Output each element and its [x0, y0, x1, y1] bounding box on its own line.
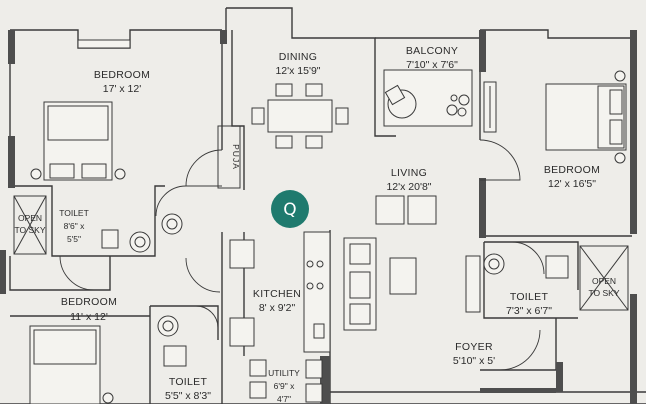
toilet-left-name: TOILET [59, 208, 89, 218]
foyer-name: FOYER [455, 341, 493, 353]
open-sky-left-line2: TO SKY [14, 225, 45, 235]
windows [0, 30, 637, 404]
q-badge-letter: Q [283, 200, 296, 220]
utility-dim1: 6'9" x [274, 381, 295, 391]
balcony-furniture [383, 69, 473, 127]
q-badge[interactable]: Q [271, 190, 309, 228]
bedroom-top-left-name: BEDROOM [94, 69, 150, 81]
toilet-left-fixtures [13, 195, 183, 255]
toilet-right-name: TOILET [510, 291, 549, 303]
q-badge-circle [271, 190, 309, 228]
dining-name: DINING [279, 51, 318, 63]
living-dim: 12'x 20'8" [386, 181, 431, 193]
toilet-right-fixtures [483, 245, 629, 311]
kitchen-name: KITCHEN [253, 288, 301, 300]
kitchen-dim: 8' x 9'2" [259, 302, 296, 314]
bedroom-top-left-dim: 17' x 12' [103, 83, 141, 95]
foyer-dim: 5'10" x 5' [453, 355, 495, 367]
balcony-dim: 7'10" x 7'6" [406, 59, 458, 71]
utility-dim2: 4'7" [277, 394, 291, 404]
utility-name: UTILITY [268, 368, 300, 378]
living-furniture [343, 195, 481, 331]
puja-niche [217, 125, 241, 189]
bedroom-bottom-left-name: BEDROOM [61, 296, 117, 308]
open-sky-right-line2: TO SKY [588, 288, 619, 298]
puja-name: PUJA [231, 144, 241, 170]
doors [59, 139, 545, 371]
open-sky-right-line1: OPEN [592, 276, 616, 286]
bed-bottom-left [29, 315, 323, 404]
dining-dim: 12'x 15'9" [275, 65, 320, 77]
toilet-right-dim: 7'3" x 6'7" [506, 305, 552, 317]
toilet-bottom-dim: 5'5" x 8'3" [165, 390, 211, 402]
room-labels: BEDROOM 17' x 12' DINING 12'x 15'9" BALC… [14, 45, 619, 404]
balcony-name: BALCONY [406, 45, 458, 57]
kitchen-fixtures [229, 231, 331, 353]
bed-right [483, 70, 627, 164]
bed-top-left [30, 39, 131, 181]
bedroom-bottom-left-dim: 11' x 12' [70, 311, 108, 323]
dining-table [251, 83, 349, 149]
toilet-left-dim1: 8'6" x [64, 221, 85, 231]
open-sky-left-line1: OPEN [18, 213, 42, 223]
bedroom-right-dim: 12' x 16'5" [548, 178, 596, 190]
toilet-bottom-name: TOILET [169, 376, 208, 388]
bedroom-right-name: BEDROOM [544, 164, 600, 176]
toilet-left-dim2: 5'5" [67, 234, 81, 244]
living-name: LIVING [391, 167, 427, 179]
